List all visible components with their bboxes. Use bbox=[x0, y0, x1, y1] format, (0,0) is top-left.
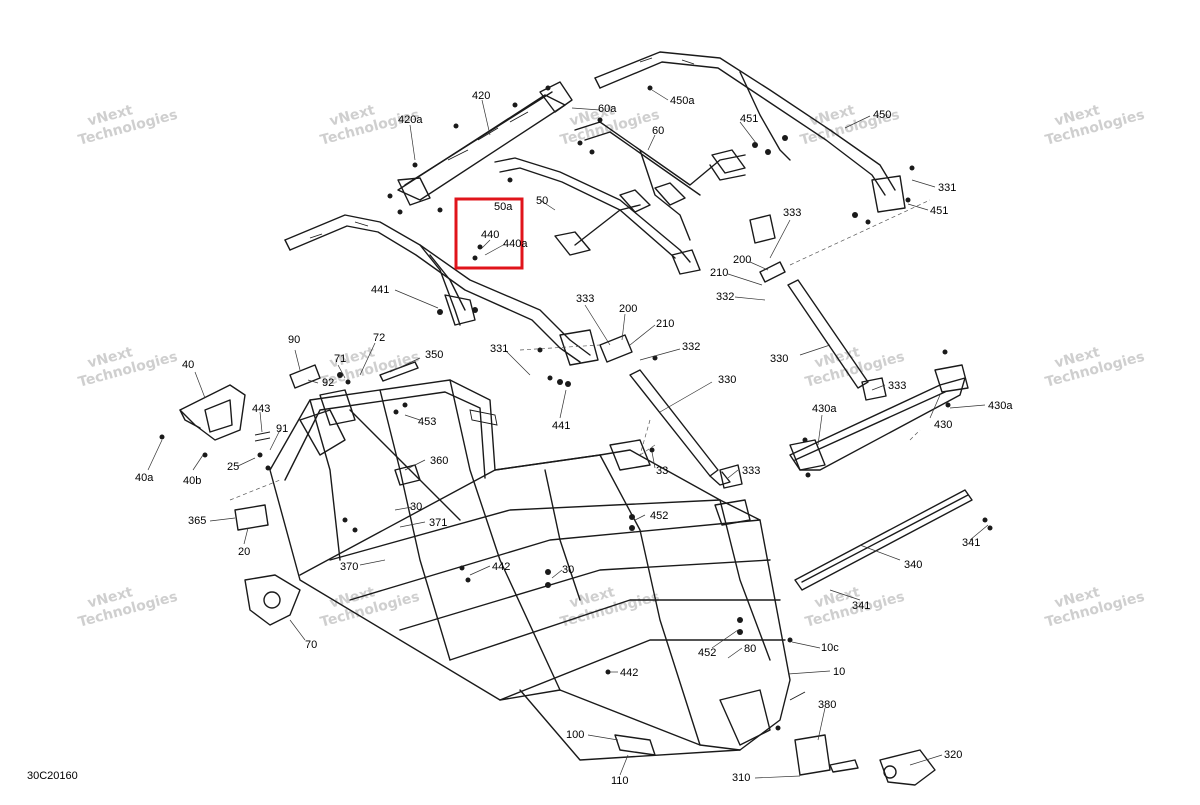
fasteners bbox=[159, 85, 993, 731]
callout-210: 210 bbox=[656, 318, 674, 330]
callout-25: 25 bbox=[227, 461, 239, 473]
callout-60: 60 bbox=[652, 125, 664, 137]
callout-91: 91 bbox=[276, 423, 288, 435]
callout-50: 50 bbox=[536, 195, 548, 207]
callout-100: 100 bbox=[566, 729, 584, 741]
callout-443: 443 bbox=[252, 403, 270, 415]
callout-110: 110 bbox=[611, 775, 629, 787]
callout-442: 442 bbox=[492, 561, 510, 573]
callout-365: 365 bbox=[188, 515, 206, 527]
callout-331: 331 bbox=[490, 343, 508, 355]
callout-200: 200 bbox=[619, 303, 637, 315]
callout-331: 331 bbox=[938, 182, 956, 194]
small-brackets bbox=[234, 261, 936, 786]
callout-333: 333 bbox=[742, 465, 760, 477]
callout-320: 320 bbox=[944, 749, 962, 761]
mount-70 bbox=[244, 574, 301, 626]
callout-labels: 420 420a 60a 450a 450 60 451 331 451 50a… bbox=[135, 90, 1013, 787]
callout-420: 420 bbox=[472, 90, 490, 102]
callout-450: 450 bbox=[873, 109, 891, 121]
callout-200: 200 bbox=[733, 254, 751, 266]
callout-30: 30 bbox=[410, 501, 422, 513]
callout-451: 451 bbox=[930, 205, 948, 217]
callout-10c: 10c bbox=[821, 642, 839, 654]
callout-40: 40 bbox=[182, 359, 194, 371]
callout-430: 430 bbox=[934, 419, 952, 431]
callout-30: 30 bbox=[562, 564, 574, 576]
callout-451: 451 bbox=[740, 113, 758, 125]
callout-71: 71 bbox=[334, 353, 346, 365]
main-frame-10 bbox=[269, 379, 791, 761]
callout-430a: 430a bbox=[812, 403, 837, 415]
highlight-box bbox=[454, 197, 524, 270]
callout-450a: 450a bbox=[670, 95, 695, 107]
roof-support-bar-60 bbox=[574, 121, 776, 244]
callout-440a: 440a bbox=[503, 238, 528, 250]
callout-10: 10 bbox=[833, 666, 845, 678]
leader-lines bbox=[147, 89, 989, 779]
callout-441: 441 bbox=[371, 284, 389, 296]
callout-420a: 420a bbox=[398, 114, 423, 126]
callout-440: 440 bbox=[481, 229, 499, 241]
callout-332: 332 bbox=[682, 341, 700, 353]
callout-340: 340 bbox=[904, 559, 922, 571]
callout-360: 360 bbox=[430, 455, 448, 467]
front-bracket-40 bbox=[179, 384, 246, 441]
callout-310: 310 bbox=[732, 772, 750, 784]
callout-33: 33 bbox=[656, 465, 668, 477]
callout-442: 442 bbox=[620, 667, 638, 679]
callout-330: 330 bbox=[718, 374, 736, 386]
callout-92: 92 bbox=[322, 377, 334, 389]
callout-333: 333 bbox=[783, 207, 801, 219]
callout-80: 80 bbox=[744, 643, 756, 655]
callout-332: 332 bbox=[716, 291, 734, 303]
callout-70: 70 bbox=[305, 639, 317, 651]
callout-40b: 40b bbox=[183, 475, 201, 487]
callout-40a: 40a bbox=[135, 472, 154, 484]
callout-453: 453 bbox=[418, 416, 436, 428]
callout-452: 452 bbox=[698, 647, 716, 659]
callout-341: 341 bbox=[962, 537, 980, 549]
callout-452: 452 bbox=[650, 510, 668, 522]
front-roll-cage-bar-441 bbox=[284, 214, 599, 366]
callout-90: 90 bbox=[288, 334, 300, 346]
callout-371: 371 bbox=[429, 517, 447, 529]
callout-341: 341 bbox=[852, 600, 870, 612]
roof-crossbar-50 bbox=[494, 157, 701, 275]
callout-210: 210 bbox=[710, 267, 728, 279]
callout-72: 72 bbox=[373, 332, 385, 344]
strut-330-left bbox=[629, 369, 731, 486]
callout-50a: 50a bbox=[494, 201, 513, 213]
document-id: 30C20160 bbox=[27, 770, 78, 782]
callout-441: 441 bbox=[552, 420, 570, 432]
callout-330: 330 bbox=[770, 353, 788, 365]
callout-370: 370 bbox=[340, 561, 358, 573]
callout-20: 20 bbox=[238, 546, 250, 558]
rear-bar-340 bbox=[794, 489, 973, 591]
callout-333: 333 bbox=[576, 293, 594, 305]
assembly-lines bbox=[229, 199, 931, 501]
callout-380: 380 bbox=[818, 699, 836, 711]
callout-430a: 430a bbox=[988, 400, 1013, 412]
callout-60a: 60a bbox=[598, 103, 617, 115]
callout-333: 333 bbox=[888, 380, 906, 392]
front-roof-crossbar-420 bbox=[397, 81, 573, 206]
rear-roof-arch-450 bbox=[594, 51, 906, 213]
callout-350: 350 bbox=[425, 349, 443, 361]
strut-330-right bbox=[787, 279, 869, 389]
